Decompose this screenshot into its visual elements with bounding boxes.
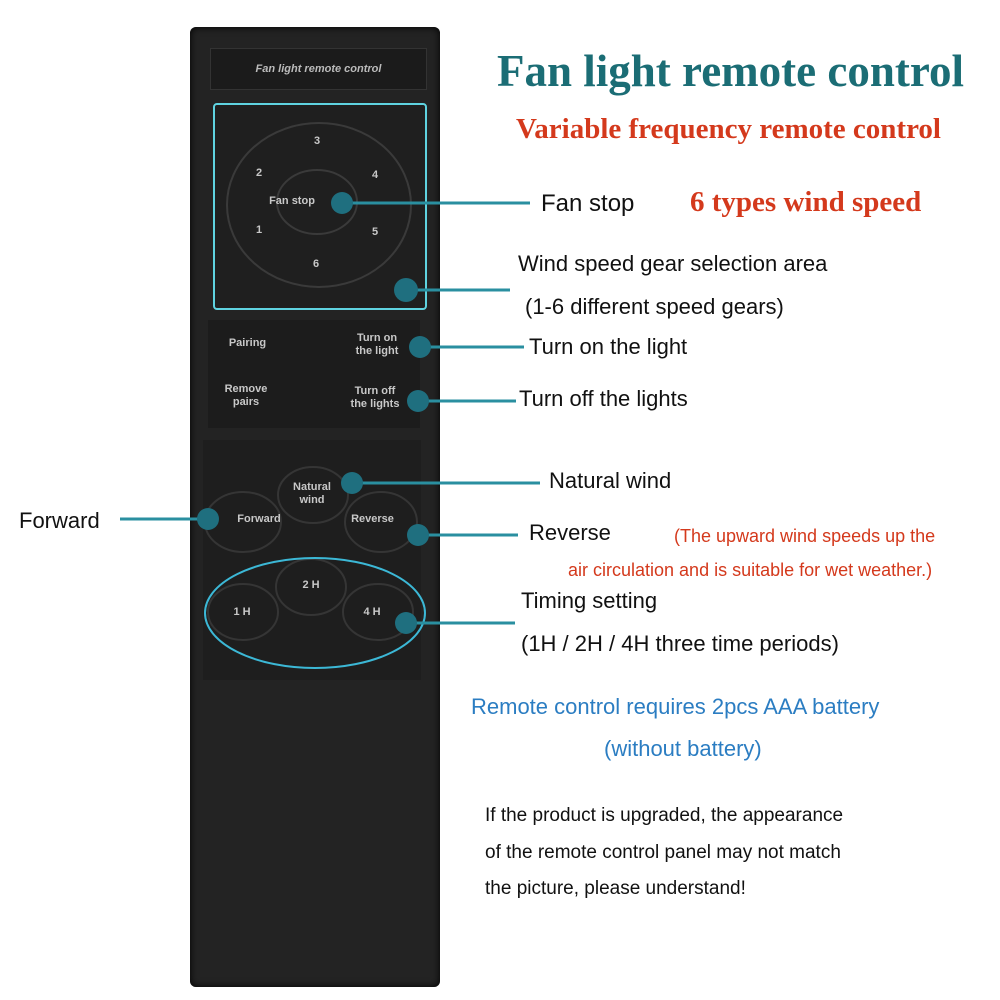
callout-timing: Timing setting xyxy=(521,588,658,613)
callout-natural-wind: Natural wind xyxy=(549,468,672,493)
off-line2: the lights xyxy=(350,398,400,410)
upgrade-note-1: If the product is upgraded, the appearan… xyxy=(485,805,844,826)
callout-timing-note: (1H / 2H / 4H three time periods) xyxy=(521,631,839,656)
forward-button[interactable]: Forward xyxy=(237,513,281,525)
speed-2-button[interactable]: 2 xyxy=(255,167,263,179)
marker-dot xyxy=(409,336,431,358)
battery-note-2: (without battery) xyxy=(604,736,762,761)
page-title: Fan light remote control xyxy=(497,46,965,96)
timer-1h-button[interactable]: 1 H xyxy=(233,606,251,618)
speed-6-button[interactable]: 6 xyxy=(312,258,320,270)
marker-dot xyxy=(197,508,219,530)
upgrade-note-2: of the remote control panel may not matc… xyxy=(485,842,841,863)
nw-line2: wind xyxy=(299,494,325,506)
timer-highlight xyxy=(204,557,426,669)
wind-speed-area xyxy=(213,103,427,310)
callout-gear-area: Wind speed gear selection area xyxy=(518,251,828,276)
callout-reverse: Reverse xyxy=(529,520,611,545)
speed-4-button[interactable]: 4 xyxy=(371,169,379,181)
remove-line2: pairs xyxy=(232,396,260,408)
upgrade-note-3: the picture, please understand! xyxy=(485,878,746,899)
speed-3-button[interactable]: 3 xyxy=(313,135,321,147)
remote-label-text: Fan light remote control xyxy=(255,63,382,75)
remove-line1: Remove xyxy=(224,383,268,395)
page-subtitle: Variable frequency remote control xyxy=(516,113,941,145)
reverse-button[interactable]: Reverse xyxy=(351,513,394,525)
callout-turn-off: Turn off the lights xyxy=(519,386,688,411)
on-line1: Turn on xyxy=(356,332,398,344)
marker-dot xyxy=(341,472,363,494)
marker-dot xyxy=(407,390,429,412)
remote-top-label: Fan light remote control xyxy=(210,48,427,90)
callout-forward: Forward xyxy=(19,508,100,533)
callout-turn-on: Turn on the light xyxy=(529,334,688,359)
speed-5-button[interactable]: 5 xyxy=(371,226,379,238)
fan-stop-button[interactable]: Fan stop xyxy=(269,195,315,207)
reverse-note-1: (The upward wind speeds up the xyxy=(674,526,936,546)
battery-note-1: Remote control requires 2pcs AAA battery xyxy=(471,694,880,719)
on-line2: the light xyxy=(355,345,399,357)
callout-gear-note: (1-6 different speed gears) xyxy=(525,294,784,319)
callout-speed-types: 6 types wind speed xyxy=(690,186,922,218)
light-panel xyxy=(208,320,420,428)
timer-2h-button[interactable]: 2 H xyxy=(302,579,320,591)
marker-dot xyxy=(331,192,353,214)
reverse-note-2: air circulation and is suitable for wet … xyxy=(568,560,933,580)
marker-dot xyxy=(394,278,418,302)
nw-line1: Natural xyxy=(293,481,331,493)
marker-dot xyxy=(407,524,429,546)
timer-4h-button[interactable]: 4 H xyxy=(363,606,381,618)
callout-fan-stop: Fan stop xyxy=(541,190,635,217)
pairing-button[interactable]: Pairing xyxy=(228,337,267,349)
marker-dot xyxy=(395,612,417,634)
off-line1: Turn off xyxy=(354,385,396,397)
speed-1-button[interactable]: 1 xyxy=(255,224,263,236)
